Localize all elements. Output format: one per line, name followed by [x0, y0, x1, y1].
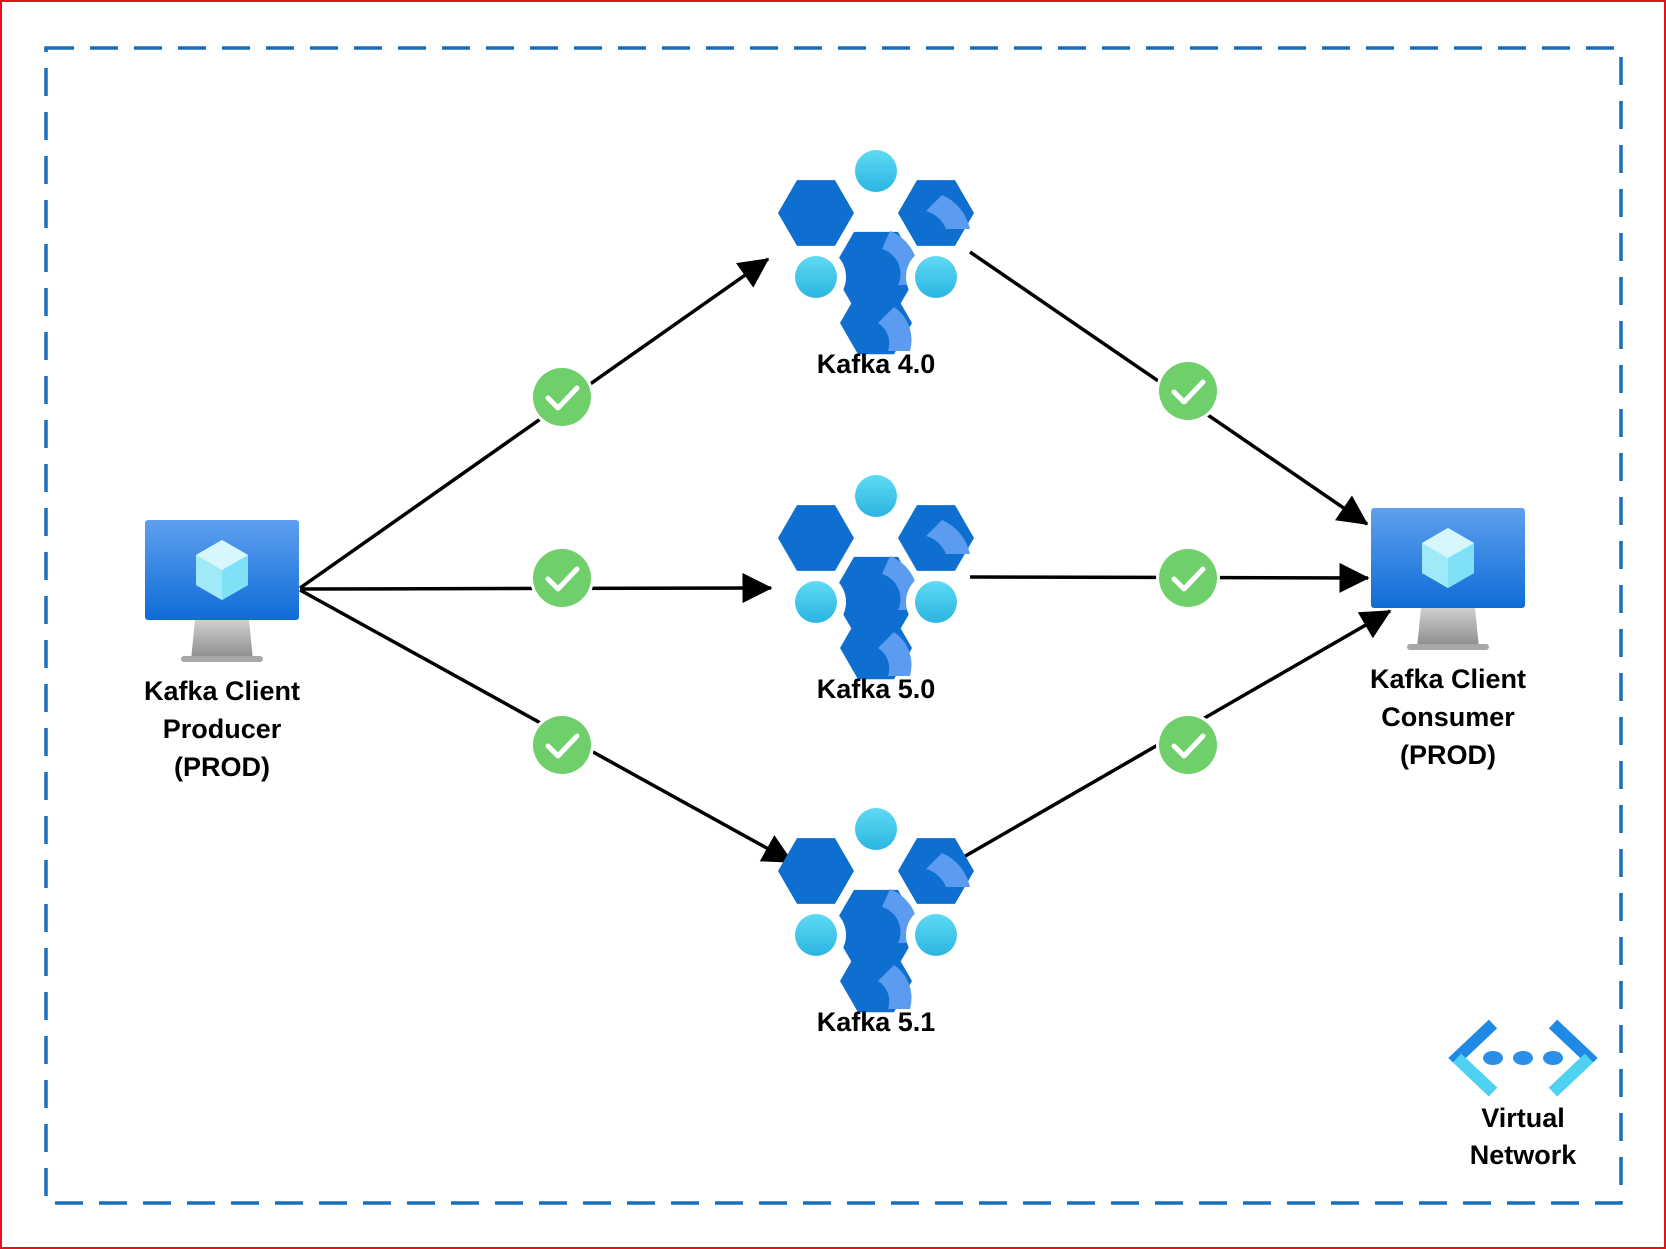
broker-label: Kafka 4.0	[817, 349, 936, 379]
virtual-machine-icon	[145, 520, 299, 662]
virtual-network-icon	[1448, 1019, 1598, 1097]
broker-node-kafka-5-0[interactable]: Kafka 5.0	[778, 466, 974, 704]
check-icon	[530, 365, 594, 429]
broker-label: Kafka 5.0	[817, 674, 936, 704]
producer-label-line-3: (PROD)	[174, 752, 270, 782]
edge-producer-to-k40	[298, 257, 770, 590]
broker-node-kafka-4-0[interactable]: Kafka 4.0	[778, 141, 974, 379]
virtual-machine-icon	[1371, 508, 1525, 650]
vnet-label-line-2: Network	[1470, 1140, 1578, 1170]
consumer-label-line-3: (PROD)	[1400, 740, 1496, 770]
check-icon	[530, 546, 594, 610]
broker-node-kafka-5-1[interactable]: Kafka 5.1	[778, 799, 974, 1037]
vnet-label-line-1: Virtual	[1481, 1103, 1565, 1133]
consumer-node[interactable]: Kafka Client Consumer (PROD)	[1370, 508, 1526, 770]
producer-node[interactable]: Kafka Client Producer (PROD)	[144, 520, 300, 782]
consumer-label-line-1: Kafka Client	[1370, 664, 1526, 694]
check-icon	[1156, 546, 1220, 610]
check-icon	[1156, 713, 1220, 777]
broker-label: Kafka 5.1	[817, 1007, 936, 1037]
check-icon	[1156, 359, 1220, 423]
check-icon	[530, 713, 594, 777]
kafka-cluster-icon	[778, 141, 974, 355]
edges	[298, 250, 1392, 864]
consumer-label-line-2: Consumer	[1381, 702, 1515, 732]
virtual-network-node: Virtual Network	[1448, 1019, 1598, 1170]
producer-label-line-1: Kafka Client	[144, 676, 300, 706]
producer-label-line-2: Producer	[163, 714, 282, 744]
status-badges	[530, 359, 1220, 777]
kafka-cluster-icon	[778, 466, 974, 680]
kafka-cluster-icon	[778, 799, 974, 1013]
